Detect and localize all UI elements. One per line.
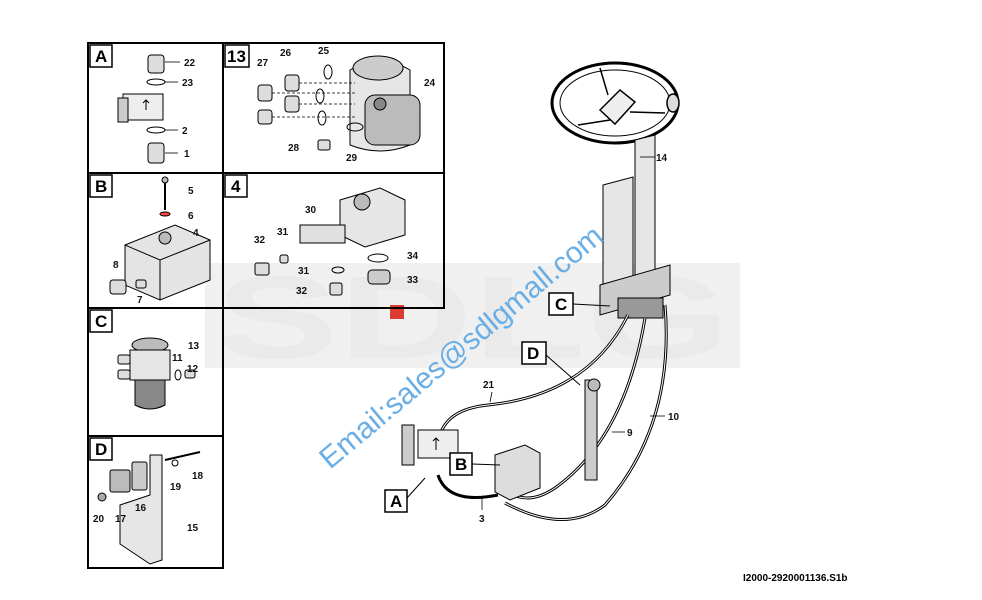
- main-labels: 14 21 9 10 3: [479, 153, 680, 525]
- main-block-B: [494, 378, 601, 501]
- callout-B: B: [455, 455, 467, 474]
- part-label: 30: [305, 205, 317, 216]
- drawing-code: I2000-2920001136.S1b: [743, 573, 848, 584]
- part-label: 31: [277, 227, 289, 238]
- part-label: 26: [280, 48, 292, 59]
- part-label: 11: [172, 353, 183, 364]
- part-label: 19: [170, 482, 182, 493]
- part-label: 3: [479, 514, 485, 525]
- part-label: 34: [407, 251, 419, 262]
- part-label: 2: [182, 126, 188, 137]
- part-label: 25: [318, 46, 330, 57]
- part-label: 13: [188, 341, 200, 352]
- part-label: 10: [668, 412, 680, 423]
- main-valve-A: [401, 424, 459, 466]
- panel-A-labels: 22 23 2 1: [182, 58, 196, 160]
- main-callouts: C D B A: [384, 292, 611, 513]
- part-label: 24: [424, 78, 436, 89]
- part-label: 29: [346, 153, 358, 164]
- part-label: 32: [254, 235, 266, 246]
- part-label: 21: [483, 380, 495, 391]
- part-label: 6: [188, 211, 194, 222]
- panel-C-labels: 13 11 12: [172, 341, 200, 375]
- part-label: 1: [184, 149, 190, 160]
- panel-C-letter: C: [95, 312, 107, 331]
- panel-B-labels: 5 6 4 8 7: [113, 186, 199, 306]
- panel-C-drawing: [117, 337, 196, 410]
- panel-4-letter: 4: [231, 177, 241, 196]
- panel-D-drawing: [97, 451, 201, 565]
- part-label: 9: [627, 428, 633, 439]
- part-label: 12: [187, 364, 199, 375]
- part-label: 8: [113, 260, 119, 271]
- steering-wheel: [550, 61, 680, 145]
- part-label: 33: [407, 275, 419, 286]
- part-label: 17: [115, 514, 127, 525]
- part-label: 16: [135, 503, 147, 514]
- part-label: 7: [137, 295, 143, 306]
- part-label: 20: [93, 514, 105, 525]
- part-label: 15: [187, 523, 199, 534]
- callout-A: A: [390, 492, 402, 511]
- part-label: 23: [182, 78, 194, 89]
- panel-13-letter: 13: [227, 47, 246, 66]
- callout-D: D: [527, 344, 539, 363]
- panel-grid: [87, 42, 445, 569]
- part-label: 5: [188, 186, 194, 197]
- panel-4-drawing: [254, 187, 406, 296]
- panel-13-labels: 27 26 25 24 28 29: [257, 46, 436, 164]
- part-label: 4: [193, 228, 199, 239]
- part-label: 27: [257, 58, 269, 69]
- part-label: 14: [656, 153, 668, 164]
- part-label: 28: [288, 143, 300, 154]
- callout-C: C: [555, 295, 567, 314]
- panel-4-labels: 30 31 32 34 31 33 32: [254, 205, 419, 297]
- panel-13-drawing: [257, 55, 421, 152]
- part-label: 32: [296, 286, 308, 297]
- hydraulic-hoses-inner: [439, 304, 667, 520]
- panel-B-drawing: [109, 176, 211, 301]
- part-label: 18: [192, 471, 204, 482]
- part-label: 31: [298, 266, 310, 277]
- part-label: 22: [184, 58, 196, 69]
- panel-B-letter: B: [95, 177, 107, 196]
- panel-A-drawing: [117, 54, 180, 164]
- panel-D-letter: D: [95, 440, 107, 459]
- panel-A-letter: A: [95, 47, 107, 66]
- steering-column: [599, 134, 671, 319]
- panel-letters: A 13 B 4 C D: [89, 44, 250, 461]
- panel-D-labels: 18 19 16 20 17 15: [93, 471, 204, 534]
